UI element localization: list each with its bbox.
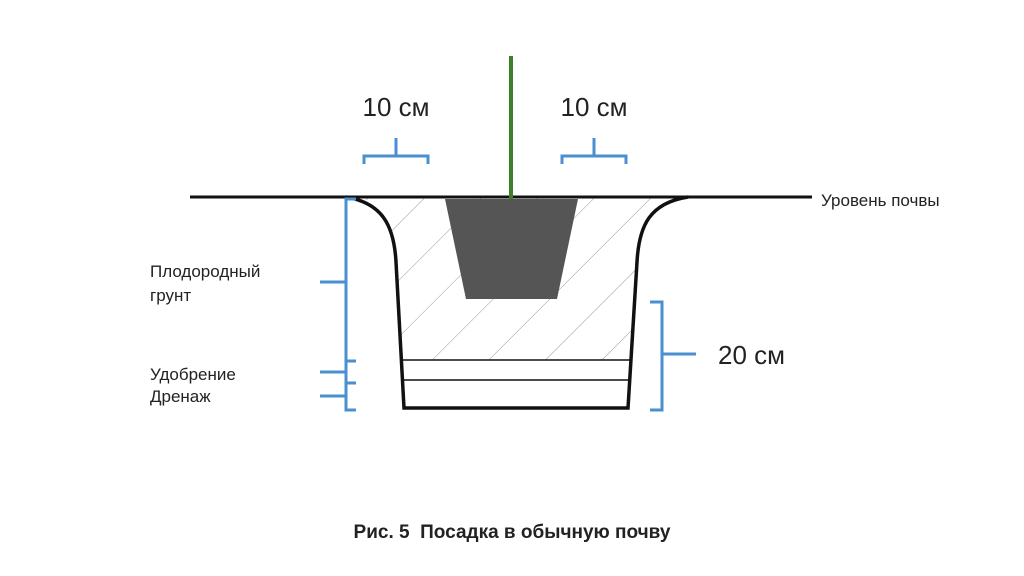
drainage-bracket [320, 381, 356, 412]
fertile-soil-label-line1: Плодородный [150, 262, 260, 281]
width-bracket-right [560, 138, 628, 164]
fertilizer-bracket [320, 359, 356, 385]
figure-caption: Рис. 5 Посадка в обычную почву [354, 522, 671, 543]
depth-bracket [650, 300, 696, 412]
drainage-label: Дренаж [150, 387, 211, 406]
width-label-right: 10 см [560, 92, 627, 122]
fertilizer-label: Удобрение [150, 365, 236, 384]
root-ball [445, 199, 578, 299]
width-label-left: 10 см [362, 92, 429, 122]
soil-level-label: Уровень почвы [821, 191, 940, 210]
fertile-soil-label-line2: грунт [150, 286, 191, 305]
width-bracket-left [362, 138, 430, 164]
fertile-soil-bracket [320, 197, 356, 363]
pit-outline [345, 195, 689, 410]
depth-label: 20 см [718, 340, 785, 370]
